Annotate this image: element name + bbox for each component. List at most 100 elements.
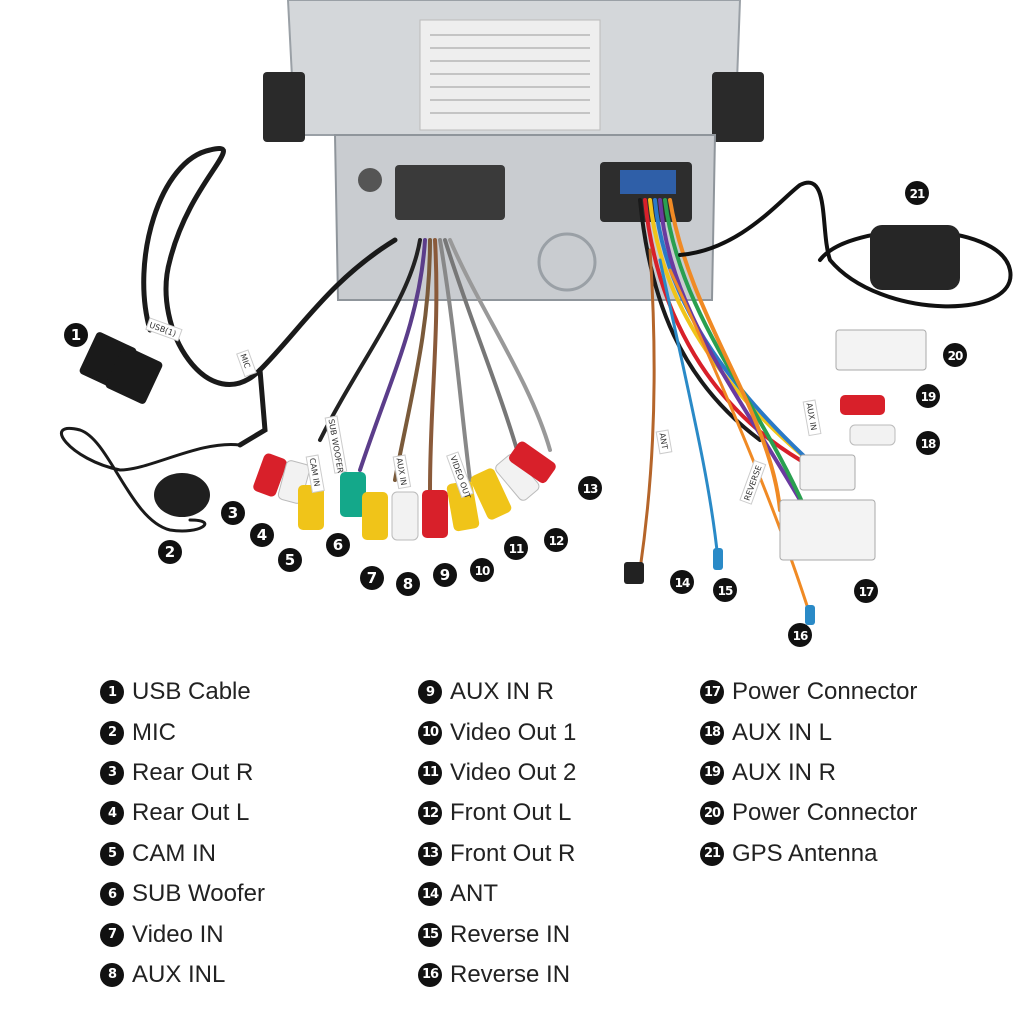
legend-item: 2 MIC (100, 712, 265, 752)
svg-text:19: 19 (921, 390, 936, 404)
legend-number-badge: 2 (100, 720, 124, 745)
legend-label: CAM IN (132, 839, 216, 867)
svg-text:17: 17 (859, 585, 874, 599)
legend-number-badge: 21 (700, 841, 724, 866)
legend-label: Power Connector (732, 799, 918, 827)
callout-13: 13 (578, 476, 602, 500)
legend-item: 8 AUX INL (100, 955, 265, 995)
legend-column-1: 1 USB Cable 2 MIC 3 Rear Out R 4 Rear Out L 5 CAM… (100, 672, 265, 995)
legend-item: 7 Video IN (100, 914, 265, 954)
svg-text:8: 8 (403, 575, 413, 593)
callout-7: 7 (360, 566, 384, 590)
legend-label: Rear Out R (132, 758, 254, 786)
callout-15: 15 (713, 578, 737, 602)
legend-number-badge: 16 (418, 962, 442, 987)
legend-number-badge: 7 (100, 922, 124, 947)
callout-14: 14 (670, 570, 694, 594)
callout-8: 8 (396, 572, 420, 596)
svg-text:7: 7 (367, 569, 377, 587)
legend-label: AUX IN L (732, 718, 833, 746)
legend-number-badge: 5 (100, 841, 124, 866)
legend-label: ANT (450, 880, 498, 908)
legend-item: 17 Power Connector (700, 672, 917, 712)
svg-text:1: 1 (71, 326, 81, 344)
legend-item: 4 Rear Out L (100, 793, 265, 833)
legend-number-badge: 17 (700, 680, 724, 705)
legend-label: AUX IN R (732, 758, 837, 786)
callout-4: 4 (250, 523, 274, 547)
svg-text:16: 16 (793, 629, 808, 643)
legend: 1 USB Cable 2 MIC 3 Rear Out R 4 Rear Out L 5 CAM… (100, 672, 1000, 1002)
callout-18: 18 (916, 431, 940, 455)
svg-text:2: 2 (165, 543, 175, 561)
callout-12: 12 (544, 528, 568, 552)
cable-bundles (60, 146, 1013, 617)
legend-label: SUB Woofer (132, 880, 265, 908)
callout-16: 16 (788, 623, 812, 647)
legend-item: 6 SUB Woofer (100, 874, 265, 914)
svg-text:10: 10 (475, 564, 490, 578)
callout-11: 11 (504, 536, 528, 560)
legend-number-badge: 10 (418, 720, 442, 745)
callout-2: 2 (158, 540, 182, 564)
legend-number-badge: 15 (418, 922, 442, 947)
svg-text:13: 13 (583, 482, 598, 496)
callout-21: 21 (905, 181, 929, 205)
gps-antenna (870, 225, 960, 290)
legend-item: 1 USB Cable (100, 672, 265, 712)
legend-item: 19 AUX IN R (700, 753, 917, 793)
svg-text:11: 11 (509, 542, 524, 556)
ant-tag: ANT (658, 432, 670, 450)
legend-number-badge: 11 (418, 760, 442, 785)
legend-label: Power Connector (732, 678, 918, 706)
legend-label: MIC (132, 718, 176, 746)
legend-label: Rear Out L (132, 799, 250, 827)
legend-label: Reverse IN (450, 960, 571, 988)
legend-number-badge: 3 (100, 760, 124, 785)
legend-number-badge: 8 (100, 962, 124, 987)
svg-text:18: 18 (921, 437, 936, 451)
callout-9: 9 (433, 563, 457, 587)
svg-text:15: 15 (718, 584, 733, 598)
callout-10: 10 (470, 558, 494, 582)
callout-1: 1 (64, 323, 88, 347)
aux-rca-pair (840, 395, 896, 446)
legend-number-badge: 9 (418, 680, 442, 705)
legend-number-badge: 20 (700, 801, 724, 826)
legend-label: Video Out 1 (450, 718, 577, 746)
legend-number-badge: 13 (418, 841, 442, 866)
legend-label: AUX INL (132, 960, 226, 988)
legend-number-badge: 6 (100, 882, 124, 907)
legend-label: Video IN (132, 920, 224, 948)
power-connector-20 (835, 329, 927, 371)
callout-6: 6 (326, 533, 350, 557)
svg-text:3: 3 (228, 504, 238, 522)
svg-text:20: 20 (948, 349, 963, 363)
legend-number-badge: 4 (100, 801, 124, 826)
svg-text:21: 21 (910, 187, 925, 201)
legend-number-badge: 12 (418, 801, 442, 826)
mic-body (154, 473, 210, 517)
legend-label: USB Cable (132, 678, 251, 706)
legend-number-badge: 19 (700, 760, 724, 785)
svg-text:14: 14 (675, 576, 690, 590)
callout-17: 17 (854, 579, 878, 603)
callout-19: 19 (916, 384, 940, 408)
svg-text:12: 12 (549, 534, 564, 548)
legend-number-badge: 18 (700, 720, 724, 745)
legend-item: 5 CAM IN (100, 834, 265, 874)
legend-label: GPS Antenna (732, 839, 878, 867)
wire-ends (624, 548, 815, 625)
usb-plugs (79, 332, 163, 404)
legend-number-badge: 1 (100, 680, 124, 705)
legend-item: 18 AUX IN L (700, 712, 917, 752)
rear-connector-block (395, 165, 505, 220)
legend-item: 16 Reverse IN (418, 955, 576, 995)
